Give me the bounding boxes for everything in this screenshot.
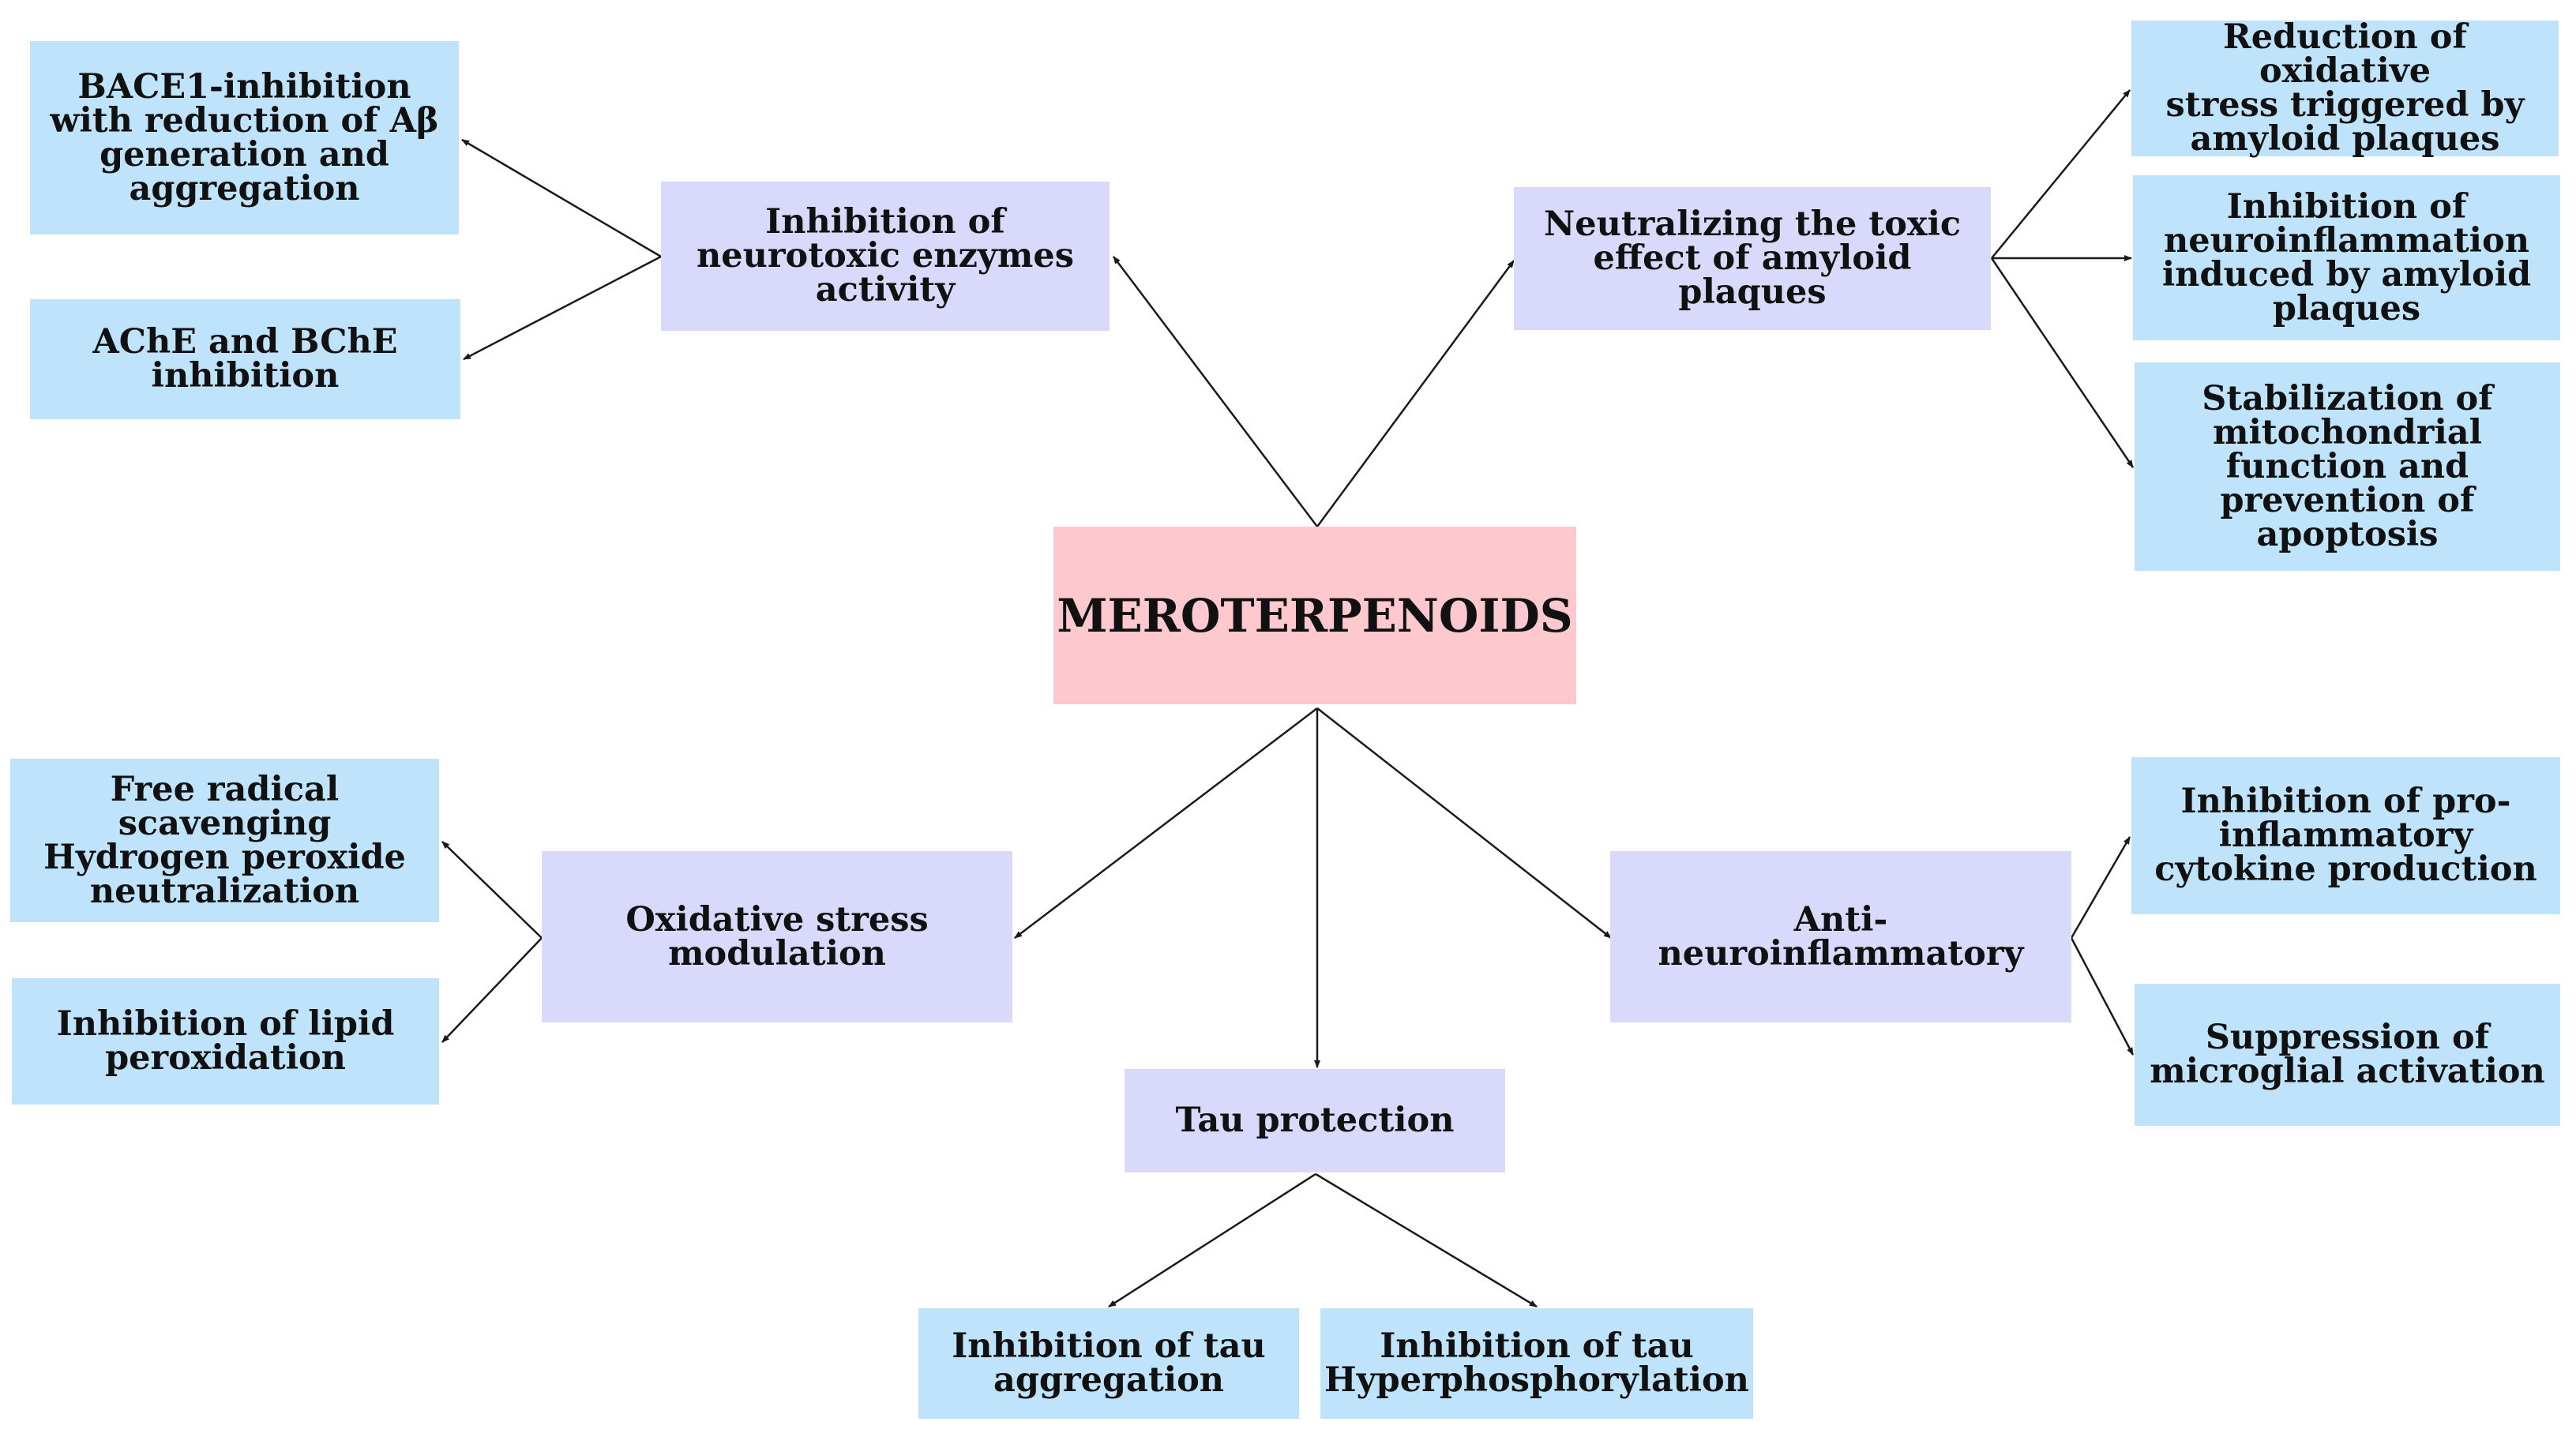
leaf-neuroinflammation-amyloid: Inhibition of neuroinflammation induced … [2133, 175, 2560, 340]
leaf-free-radical-scavenging: Free radical scavenging Hydrogen peroxid… [10, 759, 439, 922]
leaf-oxidative-stress-amyloid: Reduction of oxidative stress triggered … [2131, 21, 2559, 156]
arrow-root-to-amyloid [1316, 260, 1515, 527]
arrow-neuro-to-cytokine [2070, 836, 2131, 939]
category-oxidative-stress: Oxidative stress modulation [542, 851, 1012, 1022]
arrow-tau-to-hyper [1315, 1172, 1538, 1308]
leaf-tau-hyperphosphorylation: Inhibition of tau Hyperphosphorylation [1320, 1308, 1753, 1419]
leaf-bace1-inhibition: BACE1-inhibition with reduction of Aβ ge… [30, 41, 459, 234]
root-node-meroterpenoids: MEROTERPENOIDS [1053, 527, 1576, 704]
arrow-root-to-neuro [1316, 707, 1612, 939]
arrow-oxidative-to-freeradical [441, 841, 543, 939]
leaf-tau-aggregation: Inhibition of tau aggregation [918, 1308, 1299, 1419]
arrow-neuro-to-microglial [2070, 937, 2135, 1056]
leaf-lipid-peroxidation: Inhibition of lipid peroxidation [12, 978, 439, 1105]
leaf-microglial-activation: Suppression of microglial activation [2135, 984, 2560, 1126]
arrow-enzymes-to-ache [463, 255, 662, 361]
leaf-mitochondrial-stabilization: Stabilization of mitochondrial function … [2135, 362, 2560, 571]
arrow-root-to-enzymes [1113, 256, 1318, 527]
category-anti-neuroinflammatory: Anti- neuroinflammatory [1610, 851, 2071, 1022]
category-amyloid-plaques: Neutralizing the toxic effect of amyloid… [1514, 187, 1991, 330]
arrow-oxidative-to-lipid [441, 937, 543, 1043]
arrow-root-to-oxidative [1014, 707, 1318, 939]
arrow-enzymes-to-bace1 [461, 138, 662, 258]
category-neurotoxic-enzymes: Inhibition of neurotoxic enzymes activit… [661, 182, 1110, 331]
category-tau-protection: Tau protection [1125, 1069, 1505, 1172]
arrow-amyloid-to-ros [1991, 89, 2131, 259]
leaf-cytokine-production: Inhibition of pro- inflammatory cytokine… [2131, 757, 2560, 914]
arrow-tau-to-aggregation [1108, 1172, 1316, 1308]
arrow-amyloid-to-mito [1990, 257, 2135, 468]
leaf-ache-bche-inhibition: AChE and BChE inhibition [30, 299, 460, 419]
